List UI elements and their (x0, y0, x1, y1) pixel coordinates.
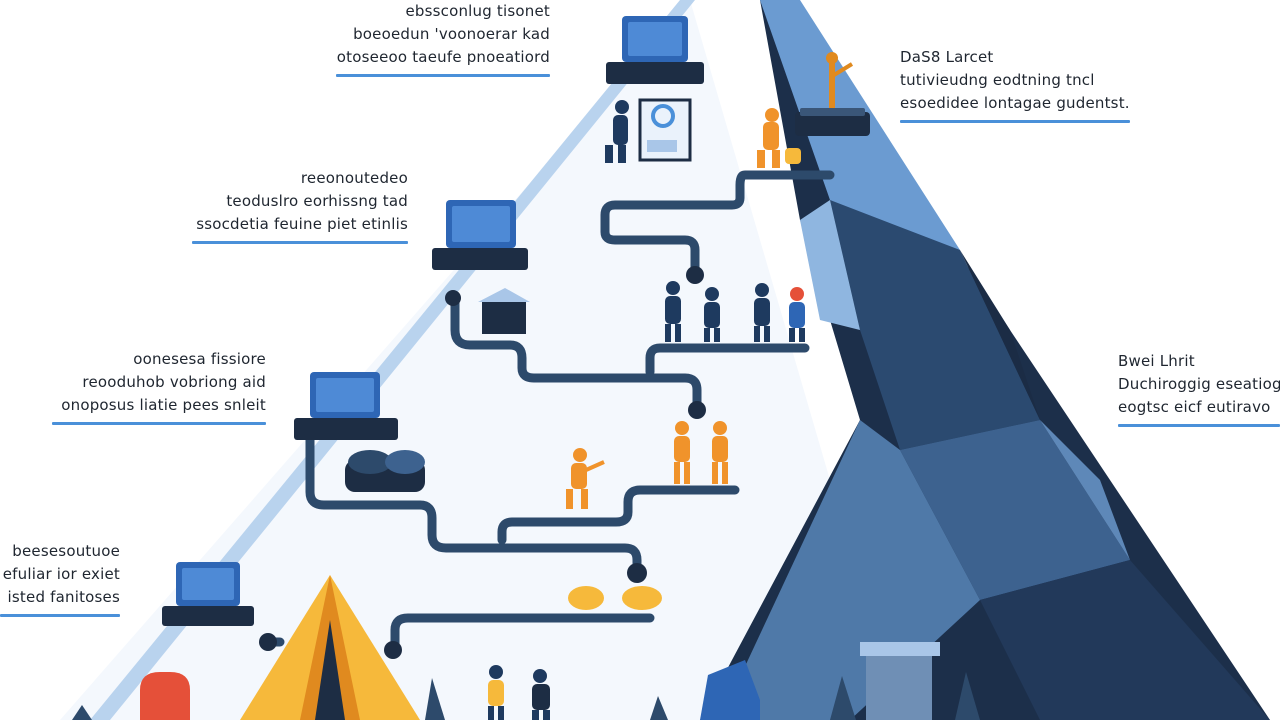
label-line: otoseeoo taeufe pnoeatiord (336, 48, 550, 66)
backpack-icon (140, 672, 190, 720)
label-underline (336, 74, 550, 77)
person-icon (566, 448, 605, 509)
path-nodes (259, 266, 706, 659)
label-line: Duchiroggig eseatiog (1118, 375, 1280, 393)
label-underline (900, 120, 1130, 123)
laptop-icon (162, 562, 254, 626)
label-line: Bwei Lhrit (1118, 352, 1195, 370)
rock-icon (568, 586, 662, 610)
equipment-icon (345, 450, 425, 492)
tree-icon (72, 672, 980, 720)
laptop-icon (294, 372, 398, 440)
label-underline (1118, 424, 1280, 427)
person-icon (488, 665, 550, 720)
step-label-left-4: beesesoutuoe efuliar ior exiet isted fan… (0, 540, 120, 617)
label-line: oonesesa fissiore (133, 350, 266, 368)
label-line: eogtsc eicf eutiravo (1118, 398, 1271, 416)
person-icon (757, 108, 801, 168)
label-line: onoposus liatie pees snleit (61, 396, 266, 414)
flag-icon (826, 52, 854, 108)
cabin-icon (478, 288, 530, 334)
person-icon (789, 287, 805, 342)
label-line: tutivieudng eodtning tncl (900, 71, 1095, 89)
label-underline (192, 241, 408, 244)
step-label-right-1: DaS8 Larcet tutivieudng eodtning tncl es… (900, 46, 1130, 123)
presentation-board (638, 98, 692, 162)
backdrop-triangle (60, 0, 900, 720)
step-label-left-2: reeonoutedeo teoduslro eorhissng tad sso… (192, 167, 408, 244)
label-line: boeoedun 'voonoerar kad (353, 25, 550, 43)
label-line: efuliar ior exiet (2, 565, 120, 583)
label-line: reooduhob vobriong aid (82, 373, 266, 391)
label-line: DaS8 Larcet (900, 48, 994, 66)
summit-platform (795, 108, 870, 136)
backpack-icon (700, 660, 760, 720)
tent-icon (240, 575, 420, 720)
label-line: teoduslro eorhissng tad (226, 192, 408, 210)
step-label-right-2: Bwei Lhrit Duchiroggig eseatiog eogtsc e… (1118, 350, 1280, 427)
person-icon (674, 421, 728, 484)
laptop-icon (432, 200, 528, 270)
laptop-icon (606, 16, 704, 84)
step-label-left-1: ebssconlug tisonet boeoedun 'voonoerar k… (336, 0, 550, 77)
person-icon (665, 281, 770, 342)
cabin-icon (860, 642, 940, 720)
label-underline (0, 614, 120, 617)
label-line: ebssconlug tisonet (405, 2, 550, 20)
label-line: beesesoutuoe (12, 542, 120, 560)
label-line: isted fanitoses (7, 588, 120, 606)
label-line: reeonoutedeo (300, 169, 408, 187)
label-line: esoedidee lontagae gudentst. (900, 94, 1130, 112)
backdrop-edge-stripe (90, 0, 695, 720)
step-label-left-3: oonesesa fissiore reooduhob vobriong aid… (52, 348, 266, 425)
person-icon (605, 100, 629, 163)
label-line: ssocdetia feuine piet etinlis (196, 215, 408, 233)
label-underline (52, 422, 266, 425)
